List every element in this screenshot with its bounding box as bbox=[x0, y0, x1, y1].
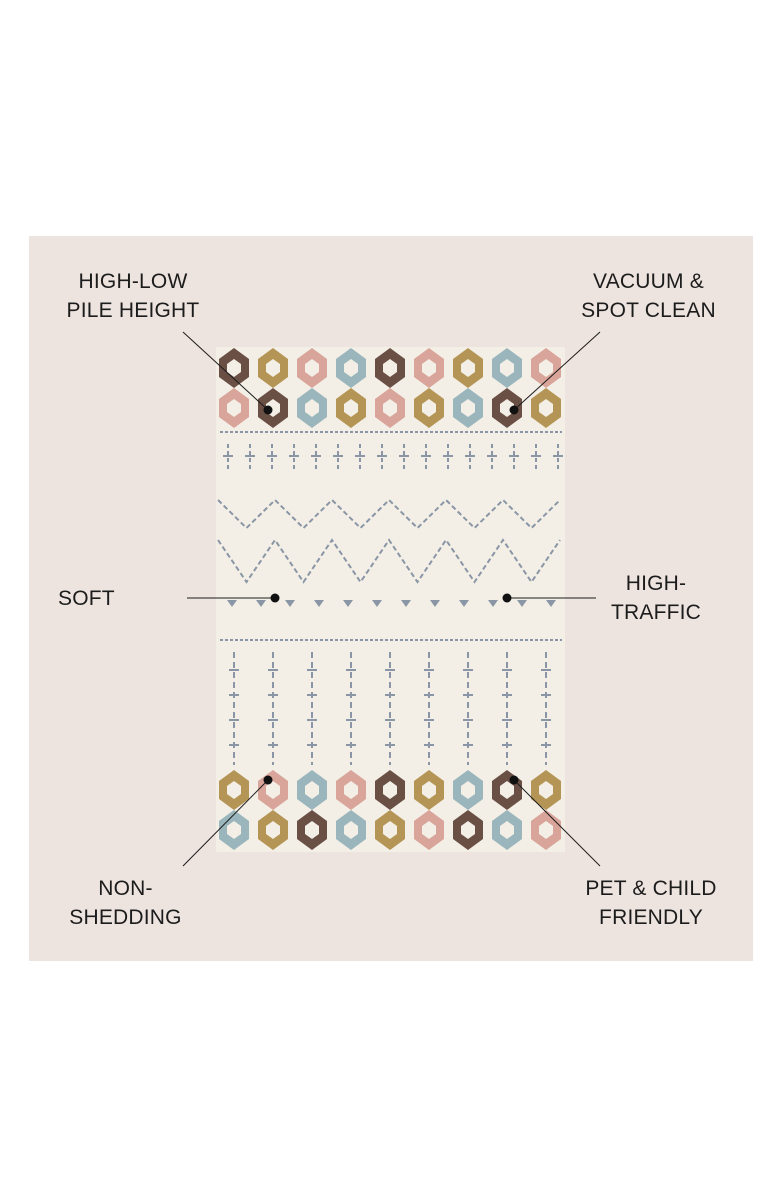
pile-height-line2: PILE HEIGHT bbox=[66, 299, 200, 322]
rug-diamond-r0-c6-center bbox=[461, 359, 475, 377]
rug-diamond-r0-c8-center bbox=[539, 359, 553, 377]
pile-leader-line bbox=[182, 331, 269, 411]
rug-diamond-r3-c4-center bbox=[383, 821, 397, 839]
shedding-leader-line bbox=[182, 779, 269, 867]
rug-tri-2 bbox=[285, 600, 295, 607]
feature-label-vacuum: VACUUM & SPOT CLEAN bbox=[566, 267, 731, 325]
rug-diamond-r3-c8-center bbox=[539, 821, 553, 839]
rug-diamond-r1-c2-center bbox=[305, 399, 319, 417]
vacuum-line1: VACUUM & bbox=[593, 270, 704, 293]
pile-height-line1: HIGH-LOW bbox=[78, 270, 188, 293]
rug-diamond-r2-c0-center bbox=[227, 781, 241, 799]
feature-label-pile-height: HIGH-LOW PILE HEIGHT bbox=[58, 267, 208, 325]
rug-diamond-r1-c0-center bbox=[227, 399, 241, 417]
shedding-line2: SHEDDING bbox=[69, 906, 182, 929]
pet-leader-line bbox=[513, 779, 601, 867]
rug-diamond-r3-c7-center bbox=[500, 821, 514, 839]
feature-label-high-traffic: HIGH- TRAFFIC bbox=[606, 569, 706, 627]
traffic-line1: HIGH- bbox=[625, 572, 687, 595]
pet-line1: PET & CHILD bbox=[585, 877, 717, 900]
rug-diamond-r3-c0-center bbox=[227, 821, 241, 839]
feature-label-non-shedding: NON- SHEDDING bbox=[58, 874, 193, 932]
rug-diamond-r0-c1-center bbox=[266, 359, 280, 377]
rug-diamond-r0-c7-center bbox=[500, 359, 514, 377]
rug-zigzag-1 bbox=[217, 538, 561, 584]
rug-tri-3 bbox=[314, 600, 324, 607]
rug-pattern bbox=[217, 348, 563, 850]
rug-tri-5 bbox=[372, 600, 382, 607]
rug-tri-4 bbox=[343, 600, 353, 607]
pile-dot bbox=[263, 405, 273, 415]
rug-diamond-r2-c8-center bbox=[539, 781, 553, 799]
rug-diamond-r3-c2-center bbox=[305, 821, 319, 839]
rug-diamond-r1-c8-center bbox=[539, 399, 553, 417]
pet-line2: FRIENDLY bbox=[599, 906, 703, 929]
rug-diamond-r1-c6-center bbox=[461, 399, 475, 417]
rug-diamond-r2-c1-center bbox=[266, 781, 280, 799]
rug-diamond-r2-c3-center bbox=[344, 781, 358, 799]
rug-tri-7 bbox=[430, 600, 440, 607]
rug-diamond-r2-c6-center bbox=[461, 781, 475, 799]
rug-diamond-r2-c2-center bbox=[305, 781, 319, 799]
rug-diamond-r0-c0-center bbox=[227, 359, 241, 377]
shedding-dot bbox=[263, 775, 273, 785]
rug-diamond-r1-c5-center bbox=[422, 399, 436, 417]
rug-diamond-r2-c7-center bbox=[500, 781, 514, 799]
rug-diamond-r0-c2-center bbox=[305, 359, 319, 377]
rug-tri-6 bbox=[401, 600, 411, 607]
rug-diamond-r1-c3-center bbox=[344, 399, 358, 417]
rug-diamond-r3-c5-center bbox=[422, 821, 436, 839]
rug-diamond-r3-c6-center bbox=[461, 821, 475, 839]
rug-diamond-r2-c4-center bbox=[383, 781, 397, 799]
vacuum-dot bbox=[509, 405, 519, 415]
shedding-line1: NON- bbox=[98, 877, 153, 900]
vacuum-line2: SPOT CLEAN bbox=[581, 299, 716, 322]
feature-label-pet-child: PET & CHILD FRIENDLY bbox=[576, 874, 726, 932]
rug-diamond-r2-c5-center bbox=[422, 781, 436, 799]
vacuum-leader-line bbox=[513, 331, 601, 411]
rug-diamond-r3-c1-center bbox=[266, 821, 280, 839]
rug-tri-1 bbox=[256, 600, 266, 607]
rug-tri-9 bbox=[488, 600, 498, 607]
soft-dot bbox=[270, 593, 280, 603]
rug-diamond-r3-c3-center bbox=[344, 821, 358, 839]
rug-tri-8 bbox=[459, 600, 469, 607]
rug-diamond-r0-c5-center bbox=[422, 359, 436, 377]
soft-line1: SOFT bbox=[58, 587, 115, 610]
feature-label-soft: SOFT bbox=[58, 584, 138, 613]
pet-dot bbox=[509, 775, 519, 785]
rug-tri-0 bbox=[227, 600, 237, 607]
traffic-line2: TRAFFIC bbox=[610, 601, 702, 624]
rug-tri-11 bbox=[546, 600, 556, 607]
rug-diamond-r0-c4-center bbox=[383, 359, 397, 377]
rug-diamond-r0-c3-center bbox=[344, 359, 358, 377]
traffic-dot bbox=[502, 593, 512, 603]
rug-tri-10 bbox=[517, 600, 527, 607]
rug-diamond-r1-c4-center bbox=[383, 399, 397, 417]
